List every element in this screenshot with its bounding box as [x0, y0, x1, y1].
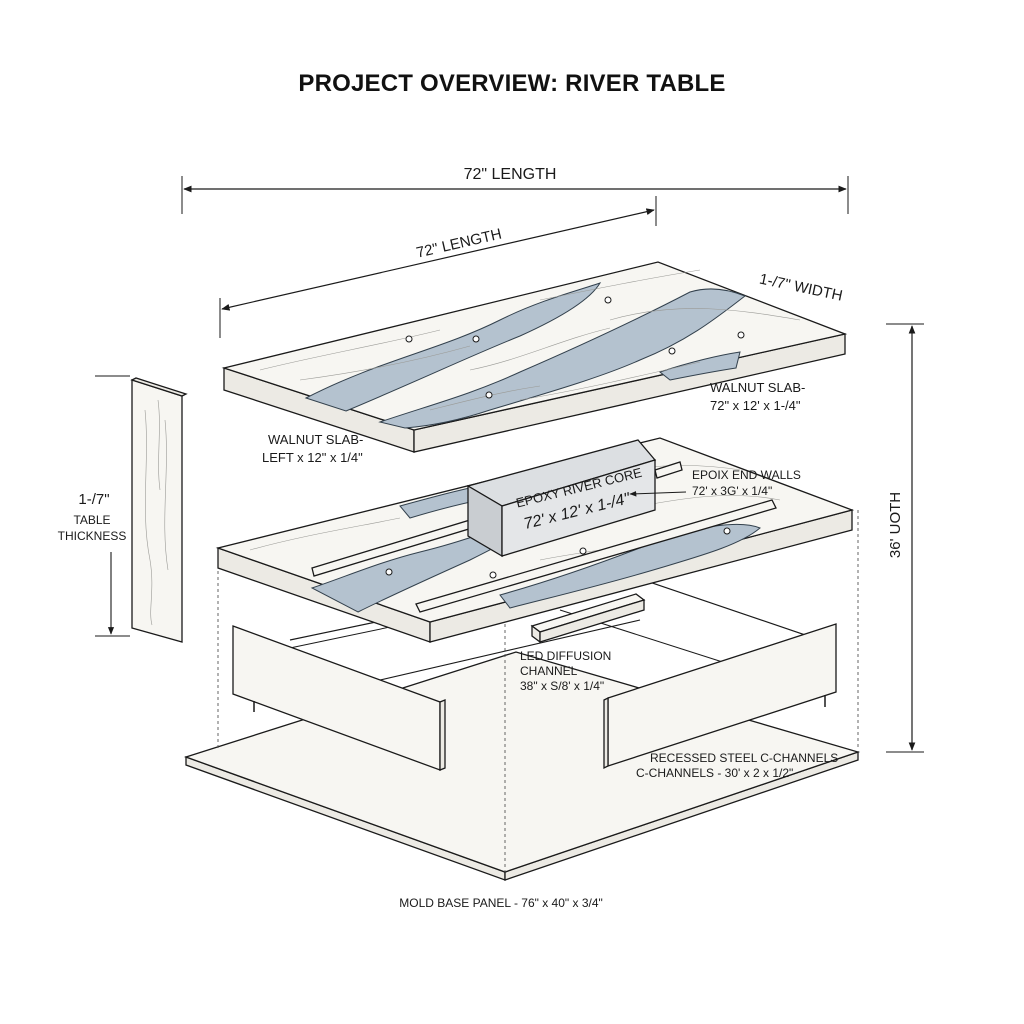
led-channel-label-3: 38" x S/8' x 1/4" [520, 679, 604, 693]
top-length-dimension: 72" LENGTH [181, 166, 849, 214]
led-channel-label-2: CHANNEL [520, 664, 578, 678]
walnut-slab-left-label: WALNUT SLAB- [268, 432, 363, 447]
overall-width-dimension: 36' UOTH [886, 323, 924, 753]
thickness-board [95, 375, 188, 643]
epoxy-river-core [466, 439, 657, 558]
end-walls-label: EPOIX END WALLS [692, 468, 801, 482]
top-length-label: 72" LENGTH [464, 166, 557, 183]
slab-width-label: 1-/7" WIDTH [758, 270, 844, 304]
mold-base-label: MOLD BASE PANEL - 76" x 40" x 3/4" [399, 896, 603, 910]
led-channel-label-1: LED DIFFUSION [520, 649, 611, 663]
thickness-label-1: TABLE [73, 513, 110, 527]
walnut-slab-right-dims: 72" x 12' x 1-/4" [710, 398, 801, 413]
page-title: PROJECT OVERVIEW: RIVER TABLE [298, 70, 726, 97]
end-walls-dims: 72' x 3G' x 1/4" [692, 484, 772, 498]
steel-channel-label-2: C-CHANNELS - 30' x 2 x 1/2" [636, 766, 793, 780]
slab-length-label: 72" LENGTH [415, 226, 504, 262]
walnut-slab-right-label: WALNUT SLAB- [710, 380, 805, 395]
upper-walnut-slab [221, 261, 848, 453]
led-diffusion-channel [530, 593, 646, 644]
overall-width-label: 36' UOTH [887, 492, 904, 558]
walnut-slab-left-dims: LEFT x 12" x 1/4" [262, 450, 363, 465]
steel-channel-label-1: RECESSED STEEL C-CHANNELS [650, 751, 838, 765]
thickness-value: 1-/7" [78, 491, 109, 508]
thickness-label-2: THICKNESS [58, 529, 127, 543]
